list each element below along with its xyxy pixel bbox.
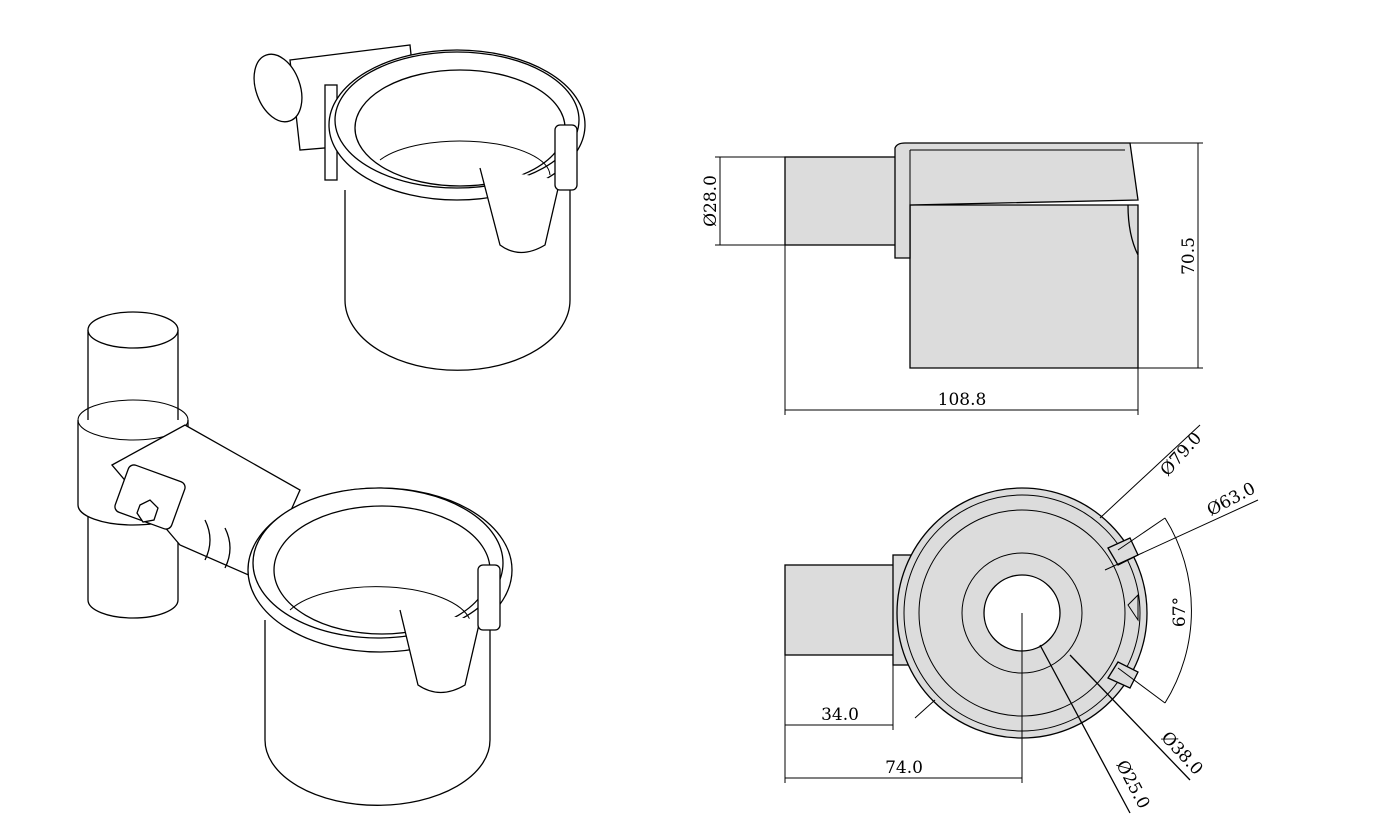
dim-inner-diameter: Ø63.0 <box>1204 479 1259 521</box>
dim-center-offset: 74.0 <box>885 758 923 778</box>
front-view: Ø28.0 70.5 108.8 <box>701 142 1203 415</box>
dim-outer-diameter: Ø79.0 <box>1157 428 1207 480</box>
dim-hole-diameter: Ø25.0 <box>1111 757 1153 812</box>
top-view: Ø79.0 Ø63.0 67° 34.0 74.0 Ø25.0 Ø38.0 <box>784 424 1259 814</box>
isometric-view-bottom <box>77 311 513 806</box>
dim-overall-length: 108.8 <box>938 390 987 410</box>
dim-tube-diameter: Ø28.0 <box>701 175 721 227</box>
dim-height: 70.5 <box>1179 237 1199 275</box>
isometric-view-top <box>253 44 586 371</box>
dim-slot-angle: 67° <box>1170 597 1190 627</box>
dim-tube-offset: 34.0 <box>821 705 859 725</box>
